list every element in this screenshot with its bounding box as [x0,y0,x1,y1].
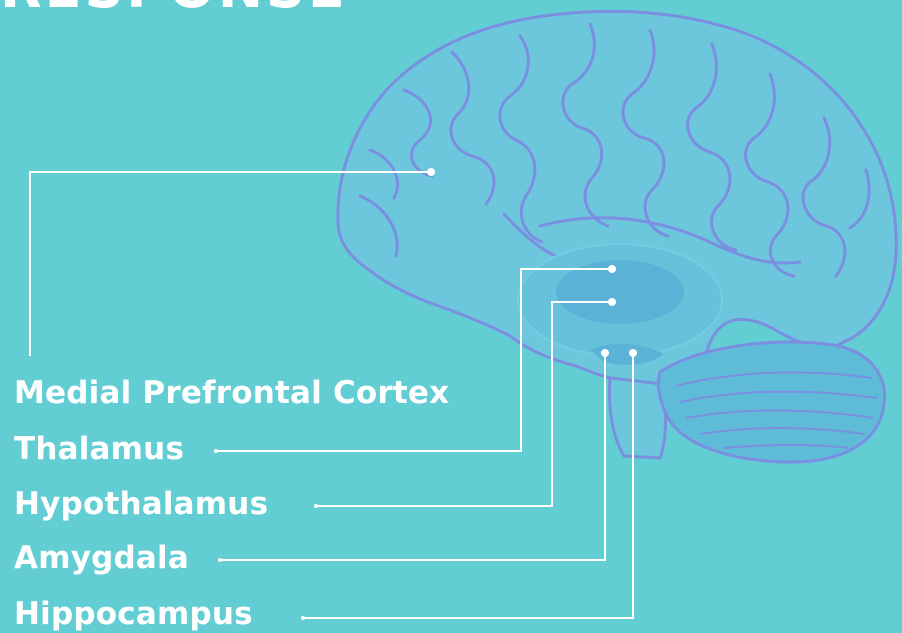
label-thalamus: Thalamus [14,434,184,465]
dot-amygdala [601,349,609,357]
brain-stem [610,378,666,458]
label-hippocampus: Hippocampus [14,599,253,630]
brain-cerebellum [658,342,884,462]
dot-hippocampus [629,349,637,357]
label-medial-prefrontal-cortex: Medial Prefrontal Cortex [14,378,449,409]
dot-medial-prefrontal-cortex [427,168,435,176]
dot-hypothalamus [608,298,616,306]
dot-thalamus [608,265,616,273]
label-amygdala: Amygdala [14,543,189,574]
heading-fragment: RESPONSE [0,0,348,16]
label-hypothalamus: Hypothalamus [14,489,268,520]
